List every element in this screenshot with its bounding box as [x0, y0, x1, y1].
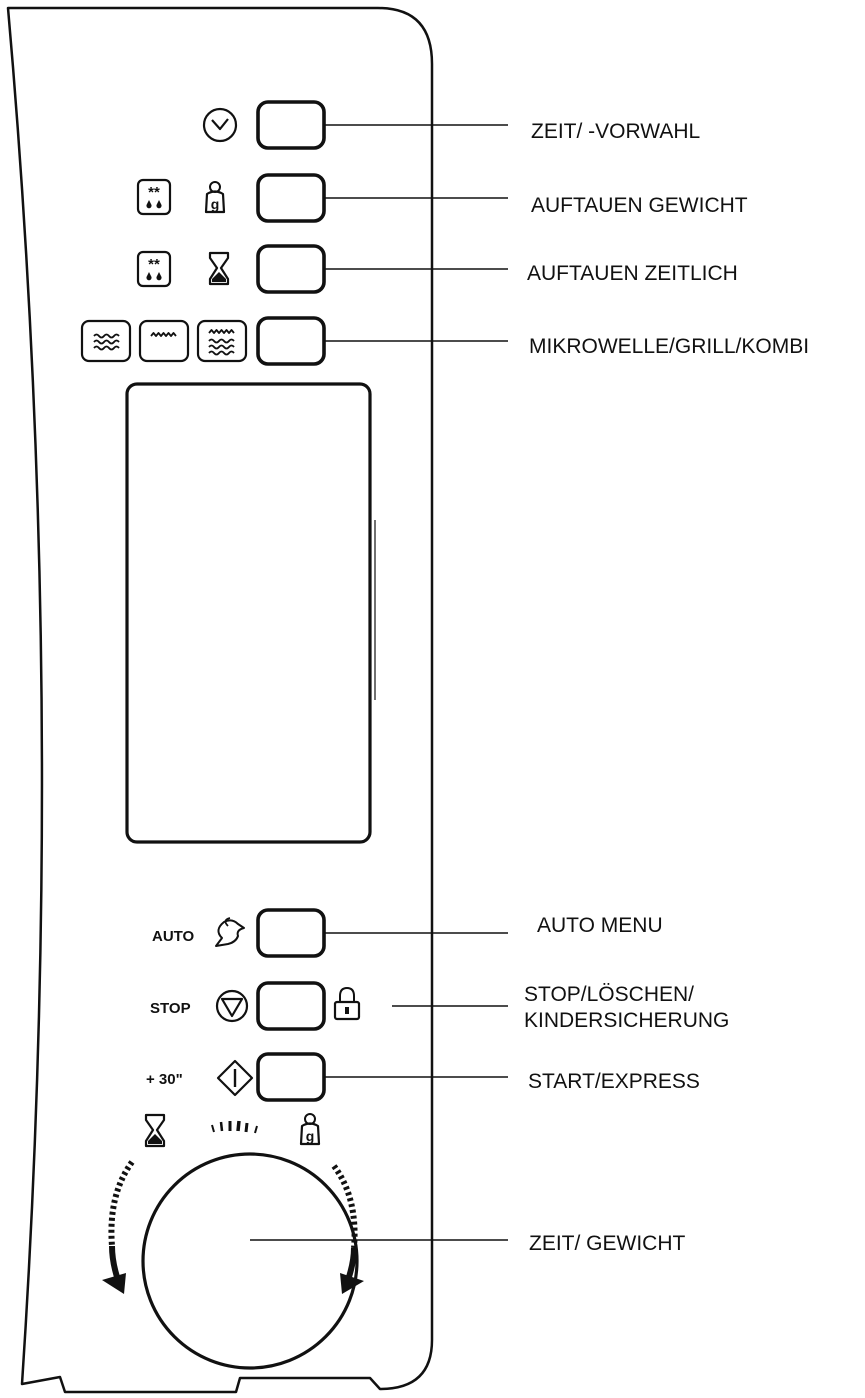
speed-ticks-icon: [211, 1120, 258, 1134]
zeit-vorwahl-button[interactable]: [256, 100, 326, 150]
combi-icon: [196, 319, 248, 363]
label-auto-menu: AUTO MENU: [537, 914, 663, 937]
label-auftauen-gewicht: AUFTAUEN GEWICHT: [531, 194, 748, 217]
grill-icon: [138, 319, 190, 363]
start-button[interactable]: [256, 1052, 326, 1102]
defrost-icon: [136, 250, 172, 288]
zeit-gewicht-knob[interactable]: [141, 1152, 359, 1370]
display-window: [125, 382, 372, 844]
label-mikrowelle-grill-kombi: MIKROWELLE/GRILL/KOMBI: [529, 335, 810, 358]
panel-outline: [6, 6, 434, 1394]
label-stop-loeschen: STOP/LÖSCHEN/ KINDERSICHERUNG: [524, 983, 730, 1032]
stop-button[interactable]: [256, 981, 326, 1031]
label-start-express: START/EXPRESS: [528, 1070, 700, 1093]
chicken-icon: [215, 917, 245, 947]
stop-tag: STOP: [150, 1000, 191, 1017]
mikrowelle-grill-kombi-button[interactable]: [256, 316, 326, 366]
hourglass-icon: [208, 251, 230, 286]
rotate-left-arrow-icon: [102, 1160, 135, 1294]
auftauen-zeitlich-button[interactable]: [256, 244, 326, 294]
label-zeit-vorwahl: ZEIT/ -VORWAHL: [531, 120, 701, 143]
lock-icon: [333, 986, 361, 1021]
defrost-icon: [136, 178, 172, 216]
label-auftauen-zeitlich: AUFTAUEN ZEITLICH: [527, 262, 738, 285]
plus30-tag: + 30": [146, 1071, 183, 1088]
auto-tag: AUTO: [152, 928, 195, 945]
rotate-right-arrow-icon: [331, 1164, 364, 1294]
auto-menu-button[interactable]: [256, 908, 326, 958]
weight-icon: [299, 1112, 321, 1146]
weight-icon: [204, 180, 226, 214]
microwave-icon: [80, 319, 132, 363]
hourglass-icon: [144, 1113, 166, 1148]
label-zeit-gewicht: ZEIT/ GEWICHT: [529, 1232, 686, 1255]
stop-triangle-icon: [215, 989, 249, 1023]
clock-icon: [202, 107, 238, 143]
auftauen-gewicht-button[interactable]: [256, 173, 326, 223]
start-diamond-icon: [216, 1059, 254, 1097]
